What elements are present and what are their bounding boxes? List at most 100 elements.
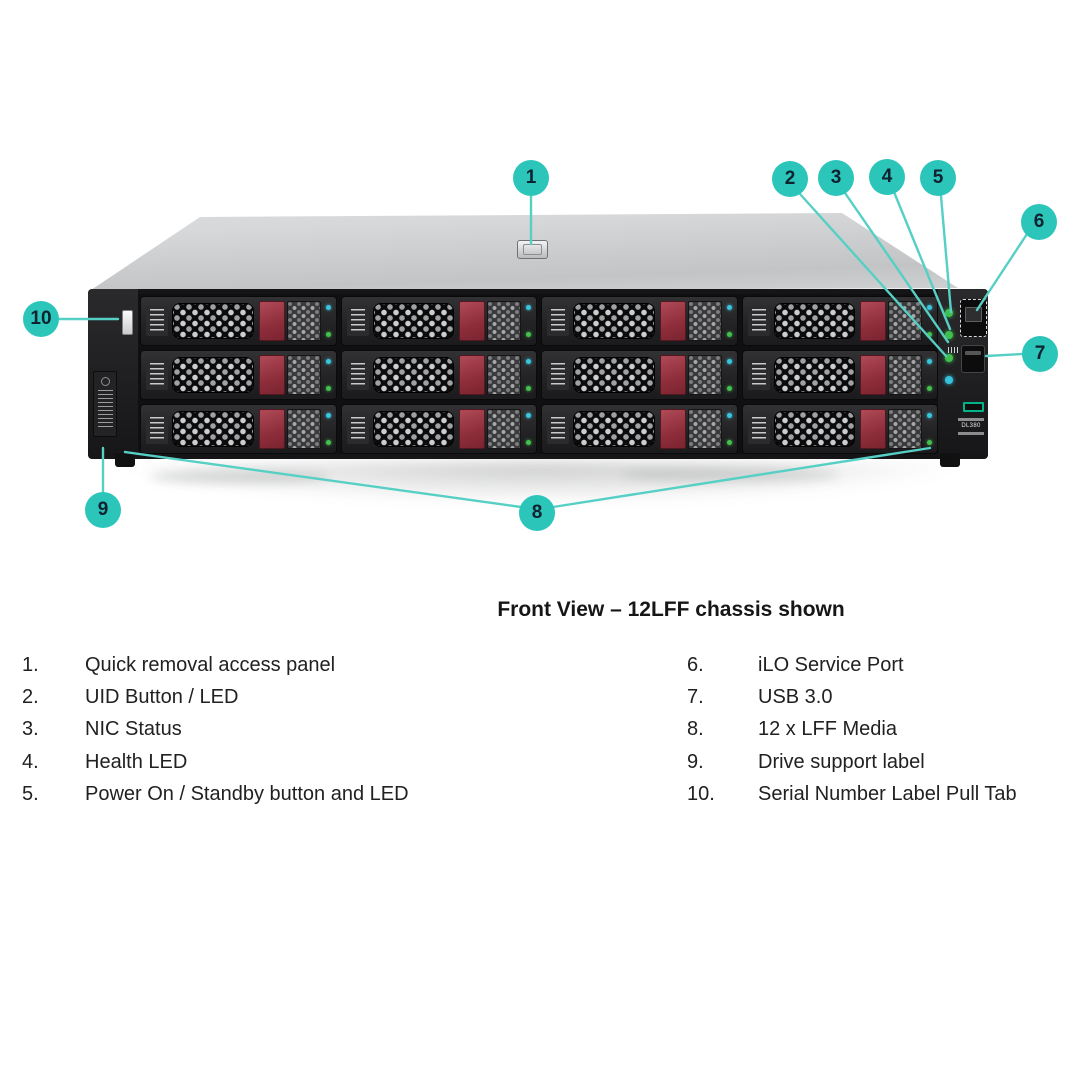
health-led (945, 331, 953, 340)
drive-capacity-label (346, 360, 369, 390)
legend-item-number: 6. (687, 654, 704, 676)
drive-grille (573, 357, 655, 393)
drive-capacity-label (547, 414, 569, 444)
legend-item-label: Quick removal access panel (85, 654, 336, 676)
drive-release-latch (459, 355, 485, 395)
drive-release-latch (860, 301, 886, 341)
drive-online-led (526, 440, 531, 445)
label-icon (100, 377, 110, 386)
drive-leds (925, 410, 934, 448)
drive-do-not-remove-led (726, 359, 732, 364)
left-rack-ear (88, 289, 138, 467)
drive-handle (286, 409, 321, 449)
drive-handle (487, 355, 521, 395)
drive-leds (925, 356, 934, 394)
drive-do-not-remove-led (526, 305, 531, 310)
floor-reflection (150, 470, 330, 484)
drive-online-led (927, 386, 932, 391)
drive-online-led (325, 440, 331, 445)
drive-do-not-remove-led (726, 413, 732, 418)
callout-7: 7 (1022, 336, 1058, 372)
drive-do-not-remove-led (325, 359, 331, 364)
access-panel-latch (517, 240, 548, 259)
callout-9: 9 (85, 492, 121, 528)
legend-item-number: 1. (22, 654, 39, 676)
legend-item-label: UID Button / LED (85, 686, 239, 708)
drive-leds (524, 356, 533, 394)
drive-grille (372, 303, 454, 339)
drive-handle (286, 355, 321, 395)
hpe-logo (963, 402, 984, 412)
drive-grille (773, 411, 855, 447)
drive-online-led (526, 386, 531, 391)
callout-3: 3 (818, 160, 854, 196)
drive-handle (487, 301, 521, 341)
drive-release-latch (659, 301, 686, 341)
drive-leds (524, 302, 533, 340)
legend-item-label: Serial Number Label Pull Tab (758, 783, 1017, 805)
drive-grille (172, 411, 254, 447)
drive-tray (340, 296, 537, 346)
drive-tray (541, 404, 738, 454)
drive-support-label (93, 371, 117, 437)
drive-capacity-label (747, 414, 770, 444)
drive-online-led (325, 332, 331, 337)
power-led (945, 309, 953, 317)
lff-drive-bays (138, 294, 940, 454)
drive-handle (888, 409, 922, 449)
legend-item-label: NIC Status (85, 718, 182, 740)
drive-do-not-remove-led (927, 305, 932, 310)
drive-online-led (726, 332, 732, 337)
drive-release-latch (459, 409, 485, 449)
drive-handle (888, 355, 922, 395)
right-rack-ear: DL380 (938, 289, 988, 467)
drive-release-latch (860, 355, 886, 395)
legend-item-label: Power On / Standby button and LED (85, 783, 409, 805)
drive-release-latch (258, 301, 285, 341)
drive-handle (687, 409, 722, 449)
drive-leds (524, 410, 533, 448)
drive-grille (172, 357, 254, 393)
drive-do-not-remove-led (927, 359, 932, 364)
nic-status-led (945, 353, 953, 362)
drive-do-not-remove-led (526, 359, 531, 364)
drive-leds (725, 302, 734, 340)
drive-tray (140, 404, 337, 454)
drive-tray (741, 350, 938, 400)
legend-item-label: iLO Service Port (758, 654, 904, 676)
drive-leds (725, 356, 734, 394)
drive-online-led (726, 440, 732, 445)
drive-capacity-label (547, 360, 569, 390)
drive-tray (140, 296, 337, 346)
drive-tray (541, 350, 738, 400)
drive-release-latch (860, 409, 886, 449)
callout-1: 1 (513, 160, 549, 196)
callout-8: 8 (519, 495, 555, 531)
legend-item-number: 9. (687, 751, 704, 773)
usb3-port (961, 345, 985, 373)
usb3-icon (948, 347, 958, 353)
drive-release-latch (659, 355, 686, 395)
ilo-service-port (960, 299, 987, 337)
drive-release-latch (258, 355, 285, 395)
drive-capacity-label (146, 414, 168, 444)
drive-handle (687, 301, 722, 341)
drive-handle (687, 355, 722, 395)
legend-item-number: 7. (687, 686, 704, 708)
legend-item-number: 8. (687, 718, 704, 740)
legend-item-number: 3. (22, 718, 39, 740)
drive-do-not-remove-led (325, 305, 331, 310)
serial-number-pull-tab (122, 310, 133, 335)
drive-tray (340, 350, 537, 400)
drive-online-led (726, 386, 732, 391)
drive-do-not-remove-led (526, 413, 531, 418)
floor-reflection (620, 468, 840, 482)
drive-grille (372, 411, 454, 447)
drive-handle (286, 301, 321, 341)
callout-5: 5 (920, 160, 956, 196)
callout-4: 4 (869, 159, 905, 195)
drive-capacity-label (346, 414, 369, 444)
callout-6: 6 (1021, 204, 1057, 240)
uid-button-led (945, 375, 953, 384)
